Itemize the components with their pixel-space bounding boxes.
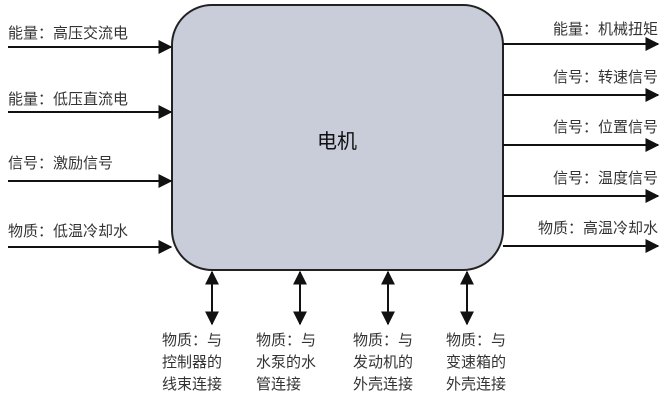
connection-label: 变速箱的 [446, 353, 506, 371]
connection-label: 物质：与 [256, 331, 316, 349]
output-label: 能量：机械扭矩 [553, 20, 658, 38]
connection-label: 物质：与 [446, 331, 506, 349]
connection-label: 控制器的 [162, 353, 222, 371]
input-label: 能量：高压交流电 [8, 24, 128, 42]
output-flows: 能量：机械扭矩 信号：转速信号 信号：位置信号 信号：温度信号 物质：高温冷却水 [503, 20, 660, 253]
connection-label: 外壳连接 [446, 375, 506, 393]
output-label: 信号：转速信号 [553, 68, 658, 86]
output-label: 信号：温度信号 [553, 169, 658, 187]
connection-label: 管连接 [256, 375, 301, 393]
input-flows: 能量：高压交流电 能量：低压直流电 信号：激励信号 物质：低温冷却水 [8, 24, 173, 254]
input-label: 物质：低温冷却水 [8, 222, 128, 240]
connection-flows: 物质：与 控制器的 线束连接 物质：与 水泵的水 管连接 物质：与 发动机的 外… [162, 270, 506, 393]
connection-label: 外壳连接 [353, 375, 413, 393]
output-label: 信号：位置信号 [553, 118, 658, 136]
connection-label: 发动机的 [353, 353, 413, 371]
connection-label: 物质：与 [162, 331, 222, 349]
output-label: 物质：高温冷却水 [538, 219, 658, 237]
connection-label: 水泵的水 [256, 353, 316, 371]
motor-box [171, 4, 504, 271]
motor-label: 电机 [317, 129, 357, 153]
connection-label: 线束连接 [162, 375, 222, 393]
input-label: 能量：低压直流电 [8, 90, 128, 108]
input-label: 信号：激励信号 [8, 154, 113, 172]
connection-label: 物质：与 [353, 331, 413, 349]
